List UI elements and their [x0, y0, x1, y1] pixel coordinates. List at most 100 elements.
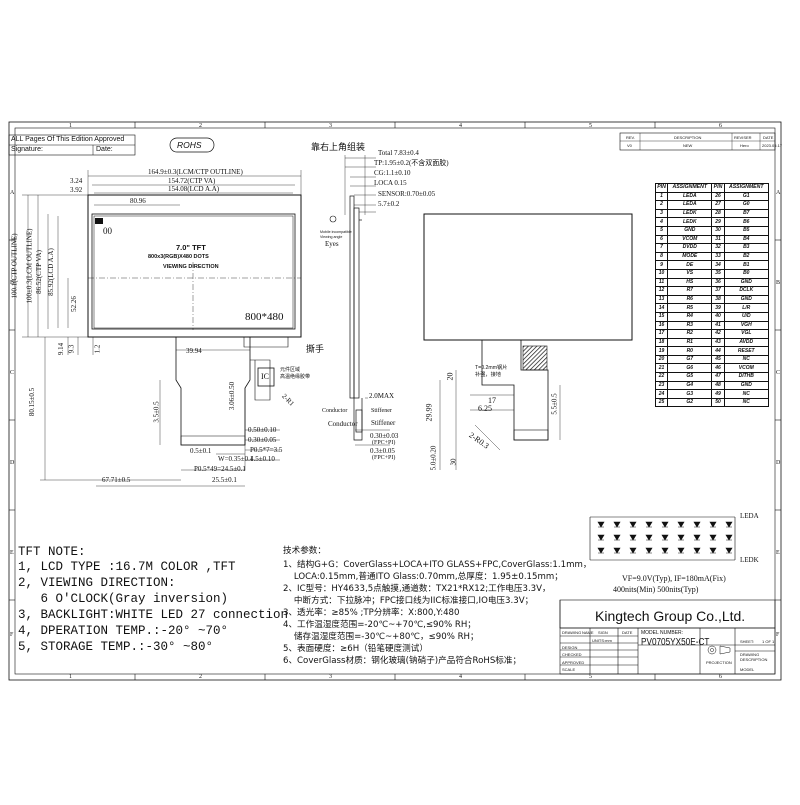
lcm-outline: [87, 194, 302, 338]
led-nits: 400nits(Min) 500nits(Typ): [613, 585, 699, 594]
back-dim-30: 30: [449, 458, 458, 466]
pin-number: 12: [654, 286, 669, 296]
eyes-label: Eyes: [325, 240, 339, 248]
company-name: Kingtech Group Co.,Ltd.: [595, 608, 746, 624]
pin-number: 45: [711, 354, 725, 365]
pin-number: 14: [654, 303, 669, 313]
grid-row-c-right: C: [776, 370, 781, 376]
tb-sheet: SHEET:: [740, 639, 755, 644]
grid-row-f: F: [10, 632, 14, 638]
pin-number: 13: [654, 294, 669, 305]
pin-assignment: RESET: [723, 346, 770, 356]
grid-row-c: C: [10, 370, 15, 376]
pin-assignment: DVDD: [667, 243, 713, 253]
pin-assignment: G5: [667, 372, 713, 382]
pin-assignment: B3: [723, 243, 770, 253]
pin-assignment: GND: [723, 277, 770, 288]
pin-number: 37: [711, 286, 725, 296]
side-dim-0-3: 0.3±0.05: [370, 447, 395, 455]
eyes-note: Mobile incompatible Viewing angle: [320, 230, 352, 239]
pin-assignment: GND: [667, 225, 713, 236]
pin-assignment: U/D: [723, 311, 770, 322]
rev-value-date: 2023.05.17: [762, 143, 783, 148]
pin-number: 50: [711, 397, 725, 408]
back-dimension-lines: [439, 370, 561, 470]
pin-header-assignment-2: ASSIGNMENT: [723, 183, 770, 193]
pin-number: 19: [654, 346, 669, 356]
pin-assignment: G0: [723, 200, 770, 210]
vdim-ctp-outline: 100.1(CTP OUTLINE): [10, 233, 19, 299]
pin-assignment: DE: [667, 260, 713, 270]
tb-units: UNITS:mm: [592, 638, 612, 643]
side-view-title: 靠右上角组装: [311, 142, 366, 152]
pin-number: 24: [654, 389, 669, 399]
vdim-lcd-aa: 85.92(LCD A.A): [46, 248, 55, 296]
vdim-1-2: 1.2: [93, 344, 102, 354]
tech-params-line-1: 1、结构G+G：CoverGlass+LOCA+ITO GLASS+FPC,Co…: [283, 560, 592, 570]
led-diode: [725, 521, 733, 528]
vdim-lcm-outline: 100±0.3(LCM OUTLINE): [25, 228, 34, 304]
pin-assignment: R0: [667, 346, 713, 356]
pin-header-assignment: ASSIGNMENT: [667, 183, 713, 193]
corner-marker: [95, 218, 103, 224]
rohs-badge: [169, 137, 215, 153]
back-stiffener-note: T=0.2mm钢片 补强，接地: [475, 365, 508, 378]
pin-number: 3: [654, 208, 669, 219]
pin-assignment: R1: [667, 337, 713, 348]
pin-assignment: LEDK: [667, 208, 713, 219]
tb-name: NAME: [582, 630, 594, 635]
panel-resolution: 800*480: [245, 311, 284, 323]
led-diode: [597, 521, 605, 528]
back-outline: [423, 213, 633, 341]
side-dim-2-0-max: 2.0MAX: [369, 392, 395, 400]
pin-number: 44: [711, 346, 725, 356]
ic-box: [257, 367, 275, 387]
side-dim-loca: LOCA 0.15: [374, 179, 407, 187]
tech-params-line-6: 4、工作温湿度范围=-20℃~+70℃,≤90% RH；: [283, 620, 476, 630]
led-diode: [693, 534, 701, 541]
tb-date: DATE: [622, 630, 633, 635]
pin-number: 27: [711, 200, 725, 210]
led-diode: [661, 547, 669, 554]
pin-number: 15: [654, 311, 669, 322]
tech-params-line-8: 5、表面硬度：≥6H（铅笔硬度测试）: [283, 644, 428, 654]
pin-assignment: LEDA: [667, 200, 713, 210]
tb-sign: SIGN: [598, 630, 608, 635]
grid-row-a-right: A: [776, 190, 781, 196]
led-cathode-label: LEDK: [740, 556, 759, 564]
pin-number: 11: [654, 277, 669, 288]
vdim-ctp-va: 86.52(CTP VA): [34, 250, 43, 294]
conductor-label-2: Conductor: [328, 420, 358, 428]
eye-symbol: [329, 215, 337, 223]
led-diode: [597, 547, 605, 554]
fpc-dim-25-5: 25.5±0.1: [212, 476, 237, 484]
front-fingers: [180, 435, 246, 446]
back-fingers: [513, 429, 549, 441]
pin-number: 5: [654, 225, 669, 236]
side-dim-total: Total 7.83±0.4: [378, 149, 419, 157]
side-dim-0-30: 0.30±0.03: [370, 432, 399, 440]
tb-model: MODEL: [740, 667, 755, 672]
pin-number: 48: [711, 380, 725, 391]
grid-row-a: A: [10, 190, 15, 196]
rohs-label: ROHS: [177, 140, 202, 150]
pin-number: 22: [654, 372, 669, 382]
tft-note-line-4: 3, BACKLIGHT:WHITE LED 27 connection: [18, 608, 289, 622]
vdim-52-26: 52.26: [69, 296, 78, 312]
grid-col-5: 5: [589, 123, 592, 129]
grid-col-3: 3: [329, 123, 332, 129]
pin-number: 32: [711, 243, 725, 253]
tech-params-line-4: 中断方式：下拉脉冲；FPC接口线为IIC标准接口,IO电压3.3V；: [283, 596, 534, 606]
pin-assignment: G3: [667, 389, 713, 399]
fpc-dim-p7: P0.5*7=3.5: [250, 446, 283, 454]
tech-params-title: 技术参数：: [283, 546, 326, 556]
rev-header-rev: REV.: [626, 135, 635, 140]
grid-col-4: 4: [459, 123, 462, 129]
